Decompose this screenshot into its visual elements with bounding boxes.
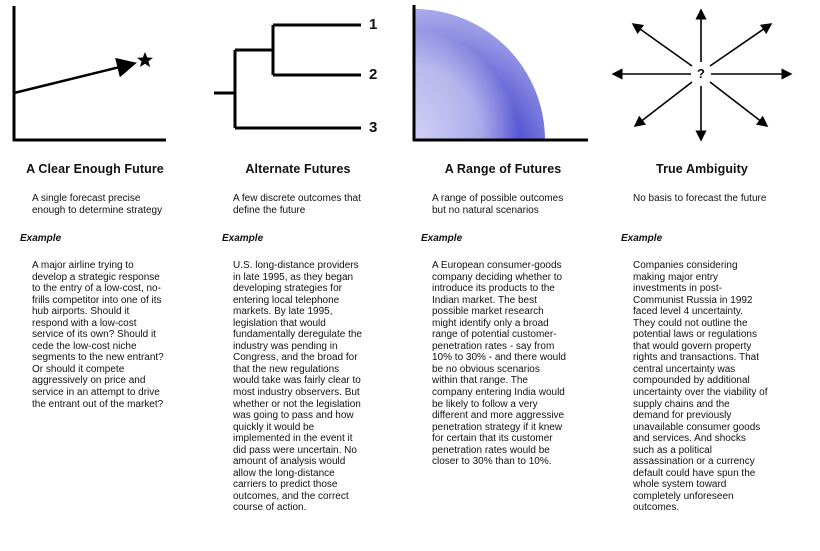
column-range-of-futures: A Range of Futures A range of possible o… [408, 0, 598, 551]
arrow-down-left [633, 81, 693, 127]
branch-2-label: 2 [369, 66, 378, 83]
question-mark-icon: ? [697, 66, 705, 81]
branch-3-label: 3 [369, 119, 378, 136]
example-text: Companies considering making major entry… [633, 260, 768, 514]
arrow-up-right [709, 23, 773, 67]
arrow-up-left [631, 23, 693, 67]
true-ambiguity-diagram [611, 8, 793, 142]
example-label: Example [421, 233, 463, 244]
example-label: Example [20, 233, 62, 244]
column-description: A few discrete outcomes that define the … [233, 193, 361, 216]
star-icon [137, 52, 153, 67]
column-title: Alternate Futures [245, 162, 351, 176]
range-highlight [414, 9, 545, 140]
column-title: True Ambiguity [656, 162, 748, 176]
column-title: A Clear Enough Future [26, 162, 164, 176]
column-true-ambiguity: ? True Ambiguity No basis to forecast th… [607, 0, 797, 551]
column-title: A Range of Futures [444, 162, 562, 176]
arrow-down-right [709, 81, 769, 127]
column-alternate-futures: 1 2 3 Alternate Futures A few discrete o… [203, 0, 393, 551]
trend-arrow [13, 57, 137, 95]
column-description: A range of possible outcomes but no natu… [432, 193, 564, 216]
branch-1-label: 1 [369, 16, 378, 33]
alternate-futures-diagram [214, 23, 361, 130]
range-of-futures-diagram [412, 5, 588, 142]
column-description: No basis to forecast the future [633, 193, 767, 204]
example-label: Example [621, 233, 663, 244]
example-label: Example [222, 233, 264, 244]
example-text: A major airline trying to develop a stra… [32, 260, 164, 410]
clear-future-diagram [12, 6, 166, 142]
example-text: U.S. long-distance providers in late 199… [233, 260, 362, 514]
column-description: A single forecast precise enough to dete… [32, 193, 163, 216]
example-text: A European consumer-goods company decidi… [432, 260, 566, 468]
column-clear-enough-future: A Clear Enough Future A single forecast … [0, 0, 190, 551]
